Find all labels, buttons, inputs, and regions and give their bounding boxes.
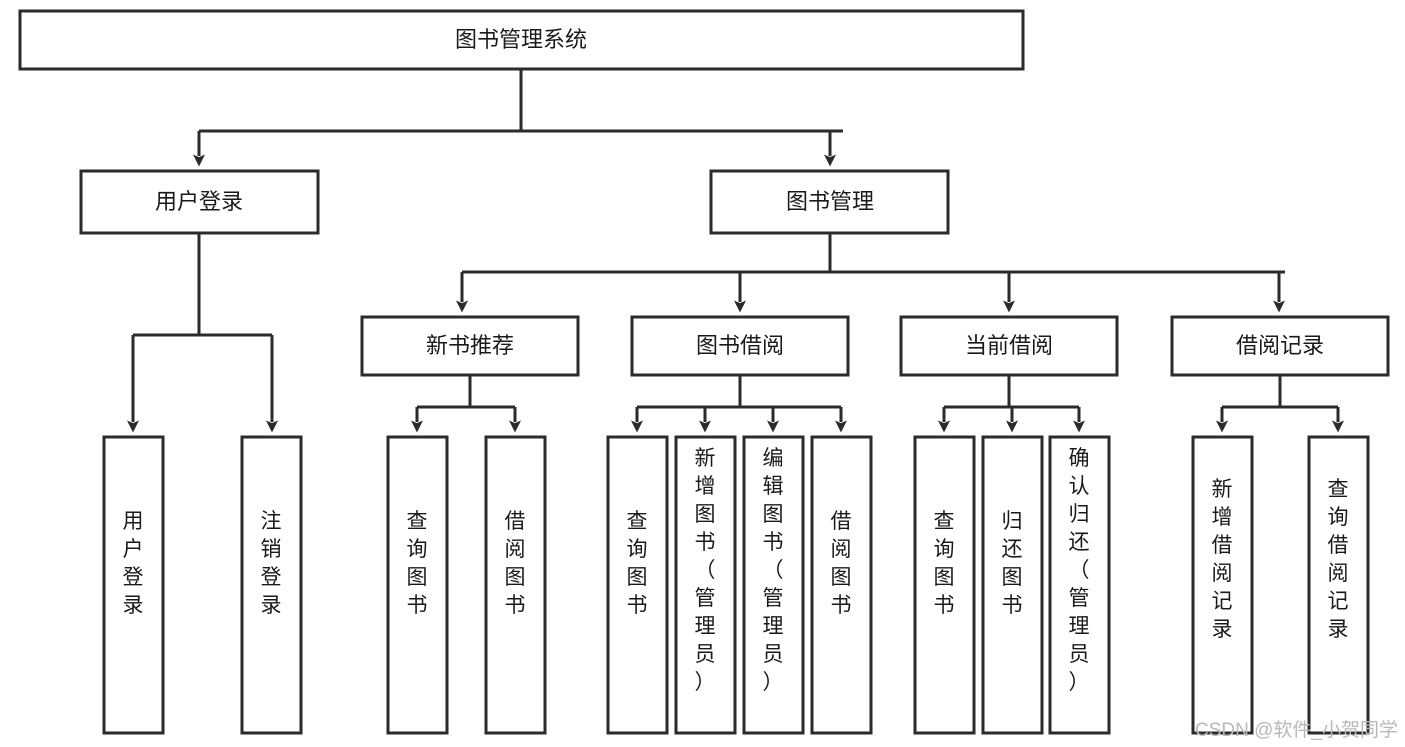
leaf-node-logout-label: 注销登录 <box>261 510 282 617</box>
leaf-node-add-borrow-record-box <box>1191 435 1254 735</box>
leaf-node-confirm-return-admin-label: 确认归还（管理员） <box>1069 447 1090 694</box>
node-user-login[interactable]: 用户登录 <box>79 169 320 235</box>
leaf-node-logout-box <box>240 435 303 735</box>
leaf-node-search-book-current[interactable]: 查询图书 <box>913 435 976 735</box>
leaf-node-user-login[interactable]: 用户登录 <box>102 435 165 735</box>
leaf-node-return-book-box <box>981 435 1044 735</box>
node-root-box <box>18 9 1025 71</box>
leaf-node-search-book-current-box <box>913 435 976 735</box>
leaf-node-confirm-return-admin[interactable]: 确认归还（管理员） <box>1048 435 1111 735</box>
leaf-node-user-login-label: 用户登录 <box>123 510 144 617</box>
leaf-node-search-book-rec-box <box>386 435 449 735</box>
leaf-node-logout[interactable]: 注销登录 <box>240 435 303 735</box>
leaf-node-search-book-borrow-box <box>606 435 669 735</box>
node-borrow-record[interactable]: 借阅记录 <box>1170 315 1390 377</box>
leaf-node-add-borrow-record-label: 新增借阅记录 <box>1212 478 1233 641</box>
connector-layer <box>127 69 1344 433</box>
node-current-borrow-label: 当前借阅 <box>965 333 1053 358</box>
node-current-borrow-box <box>899 315 1119 377</box>
leaf-node-add-book-admin-box <box>674 435 737 735</box>
node-user-login-box <box>79 169 320 235</box>
node-book-management-label: 图书管理 <box>786 189 874 214</box>
node-book-management-box <box>709 169 950 235</box>
node-current-borrow[interactable]: 当前借阅 <box>899 315 1119 377</box>
node-root-label: 图书管理系统 <box>455 27 587 52</box>
leaf-node-add-book-admin[interactable]: 新增图书（管理员） <box>674 435 737 735</box>
node-book-borrow[interactable]: 图书借阅 <box>630 315 850 377</box>
leaf-node-add-borrow-record[interactable]: 新增借阅记录 <box>1191 435 1254 735</box>
leaf-node-return-book[interactable]: 归还图书 <box>981 435 1044 735</box>
leaf-node-edit-book-admin[interactable]: 编辑图书（管理员） <box>742 435 805 735</box>
leaf-node-search-borrow-record[interactable]: 查询借阅记录 <box>1307 435 1370 735</box>
node-new-book-recommend[interactable]: 新书推荐 <box>360 315 580 377</box>
leaf-node-return-book-label: 归还图书 <box>1002 510 1023 617</box>
leaf-node-borrow-book-rec-label: 借阅图书 <box>505 510 526 617</box>
leaf-node-borrow-book-box <box>810 435 873 735</box>
node-user-login-label: 用户登录 <box>155 189 243 214</box>
node-new-book-recommend-label: 新书推荐 <box>426 333 514 358</box>
leaf-node-search-book-borrow-label: 查询图书 <box>627 510 648 617</box>
leaf-node-add-book-admin-label: 新增图书（管理员） <box>695 447 716 694</box>
leaf-node-confirm-return-admin-box <box>1048 435 1111 735</box>
node-book-borrow-label: 图书借阅 <box>696 333 784 358</box>
leaf-node-borrow-book-rec-box <box>484 435 547 735</box>
leaf-node-borrow-book-label: 借阅图书 <box>831 510 852 617</box>
leaf-node-borrow-book[interactable]: 借阅图书 <box>810 435 873 735</box>
node-borrow-record-box <box>1170 315 1390 377</box>
leaf-node-search-book-rec[interactable]: 查询图书 <box>386 435 449 735</box>
node-book-management[interactable]: 图书管理 <box>709 169 950 235</box>
leaf-node-search-book-borrow[interactable]: 查询图书 <box>606 435 669 735</box>
node-borrow-record-label: 借阅记录 <box>1236 333 1324 358</box>
node-book-borrow-box <box>630 315 850 377</box>
leaf-nodes-layer: 用户登录 注销登录 查询图书 借阅图书 查询图书 新增图书（管理员） 编辑图书（… <box>102 435 1370 735</box>
leaf-node-edit-book-admin-box <box>742 435 805 735</box>
leaf-node-search-borrow-record-label: 查询借阅记录 <box>1328 478 1349 641</box>
node-new-book-recommend-box <box>360 315 580 377</box>
leaf-node-search-book-current-label: 查询图书 <box>934 510 955 617</box>
leaf-node-search-book-rec-label: 查询图书 <box>407 510 428 617</box>
leaf-node-edit-book-admin-label: 编辑图书（管理员） <box>763 447 784 694</box>
leaf-node-user-login-box <box>102 435 165 735</box>
leaf-node-borrow-book-rec[interactable]: 借阅图书 <box>484 435 547 735</box>
node-root[interactable]: 图书管理系统 <box>18 9 1025 71</box>
csdn-watermark: CSDN @软件_小贺同学 <box>1195 719 1398 741</box>
leaf-node-search-borrow-record-box <box>1307 435 1370 735</box>
